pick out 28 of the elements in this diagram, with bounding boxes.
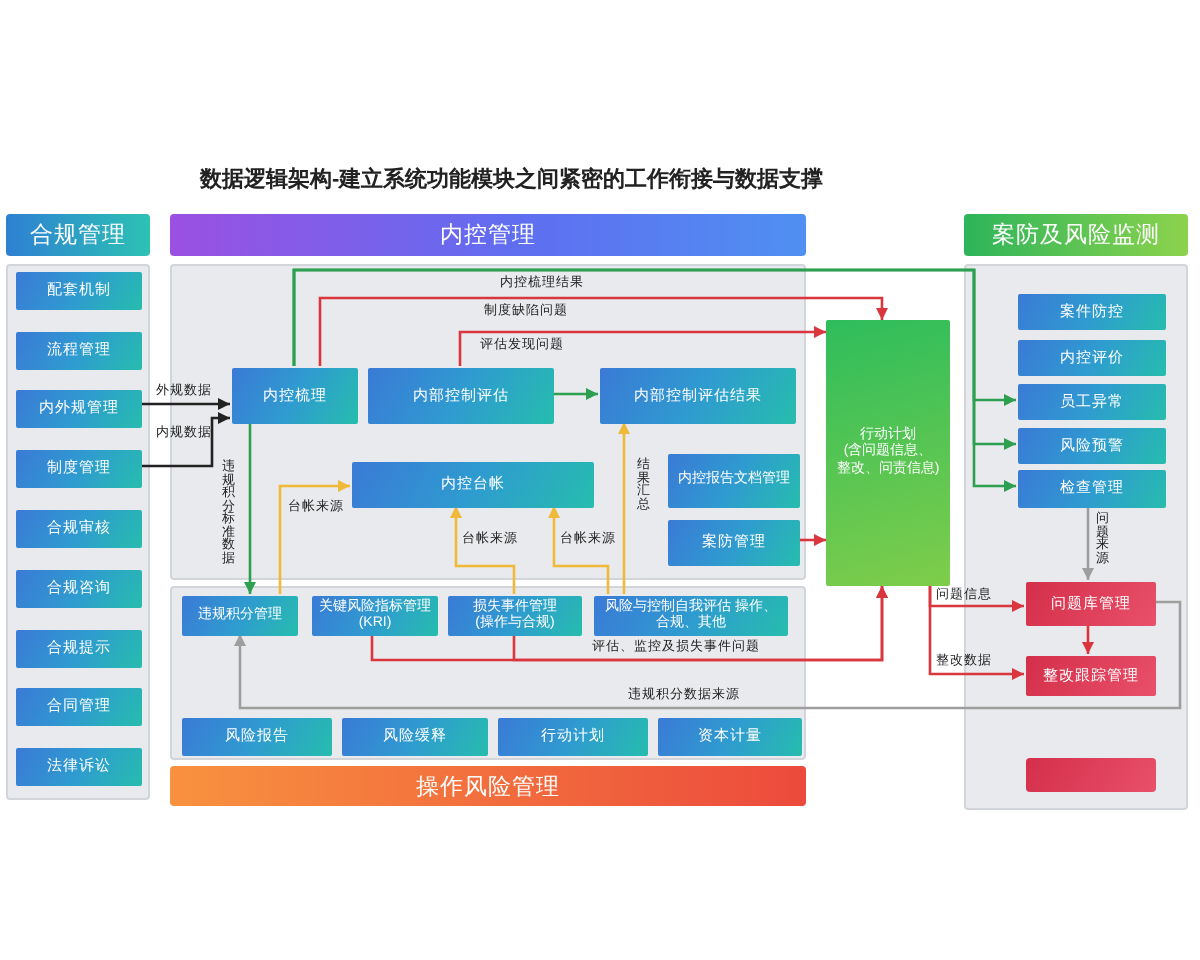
arrow (244, 422, 256, 594)
arrow (278, 480, 350, 594)
arrow (450, 506, 516, 594)
arrow (928, 586, 1024, 680)
arrow (552, 388, 598, 400)
panel (170, 586, 806, 760)
arrow (1082, 624, 1094, 654)
arrow (318, 296, 888, 366)
title: 数据逻辑架构-建立系统功能模块之间紧密的工作衔接与数据支撑 (200, 165, 824, 194)
arrow (292, 268, 1016, 492)
panel (964, 264, 1188, 810)
process-box (1026, 758, 1156, 792)
arrow (140, 398, 230, 410)
arrow (1082, 506, 1094, 580)
arrow (140, 412, 230, 468)
arrow (234, 600, 1182, 710)
panel (170, 264, 806, 580)
arrow (458, 326, 826, 366)
arrow (548, 506, 610, 594)
section-header: 案防及风险监测 (964, 214, 1188, 256)
arrow (512, 586, 888, 662)
section-header: 操作风险管理 (170, 766, 806, 806)
action-box (826, 320, 950, 586)
arrow (798, 534, 826, 546)
section-header: 合规管理 (6, 214, 150, 256)
arrow (618, 422, 630, 594)
panel (6, 264, 150, 800)
section-header: 内控管理 (170, 214, 806, 256)
